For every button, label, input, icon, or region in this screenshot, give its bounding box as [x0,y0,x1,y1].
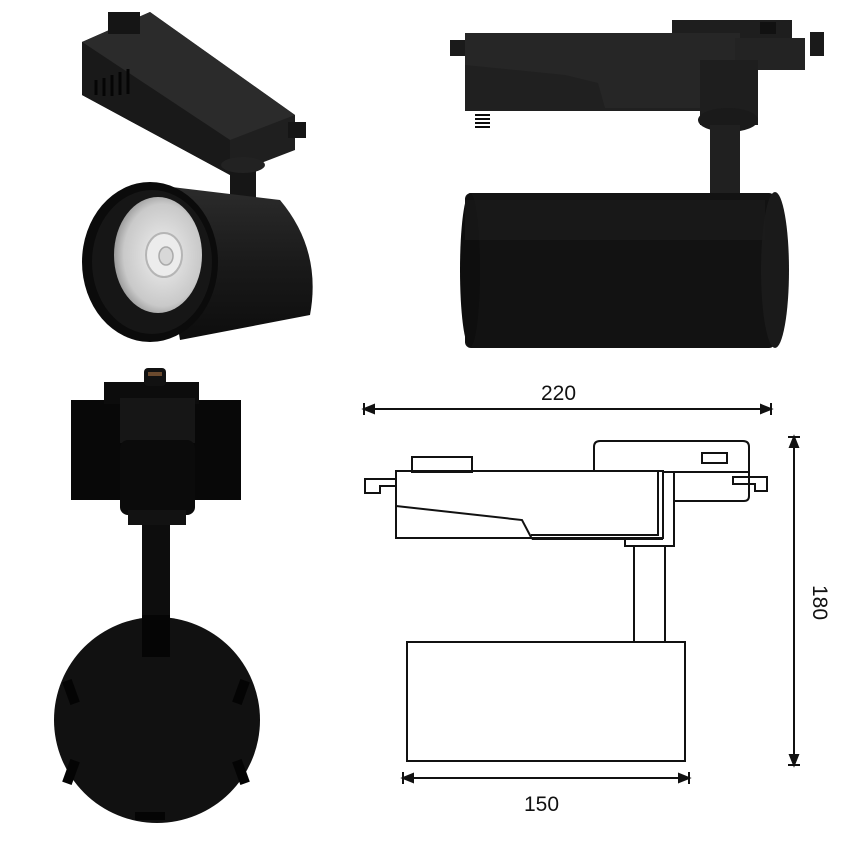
dimension-drawing [355,375,815,825]
overall-height-dimension-line [788,434,800,768]
overall-height-label: 180 [808,584,832,621]
head-length-label: 150 [524,793,560,816]
back-view [40,360,280,830]
head-length-dimension-line [400,772,692,784]
perspective-view [60,0,340,350]
side-view [430,0,830,360]
overall-length-label: 220 [541,382,577,405]
overall-length-dimension-line [361,403,774,415]
